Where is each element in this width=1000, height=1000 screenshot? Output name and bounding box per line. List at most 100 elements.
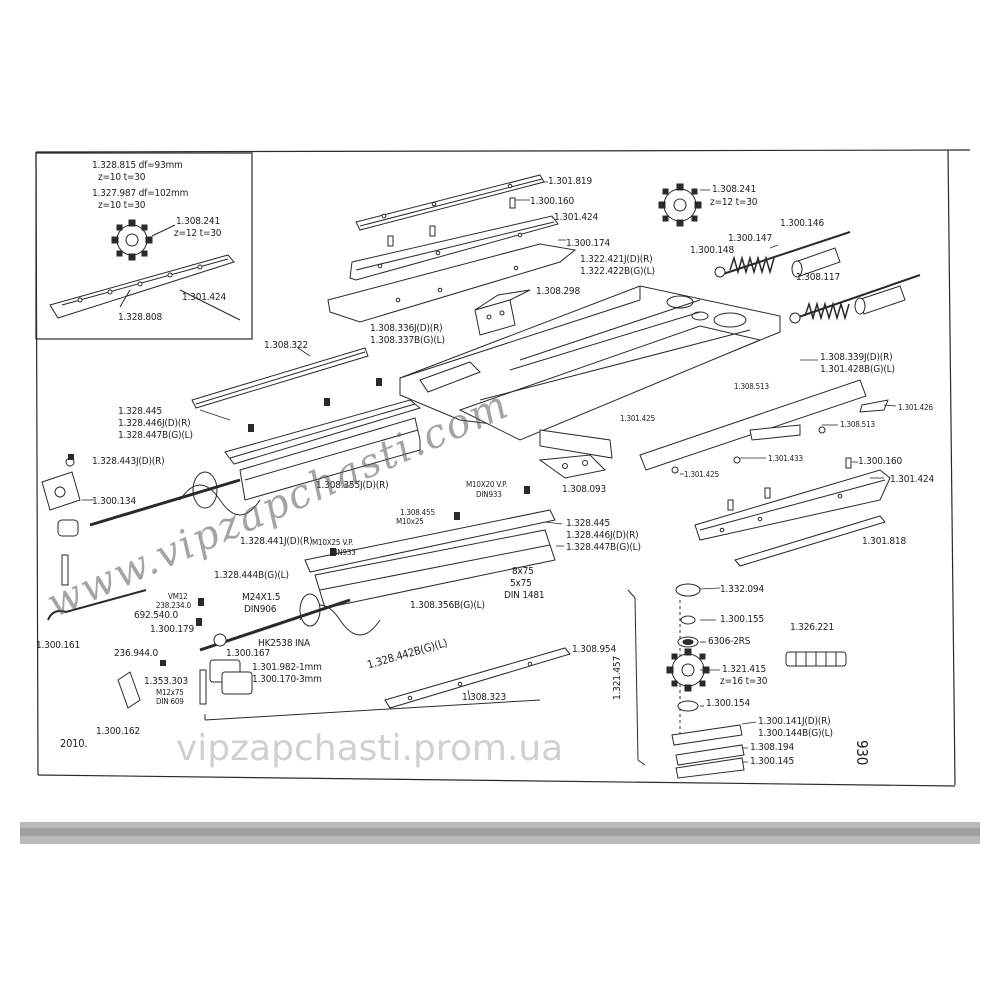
plate-1308093-icon <box>538 454 607 479</box>
label-1308513-b: 1.308.513 <box>840 420 875 429</box>
label-1300160-right: 1.300.160 <box>858 456 902 467</box>
page-number: 930 <box>853 740 871 766</box>
bracket-1308298-icon <box>474 299 516 336</box>
sprocket-1321415-icon <box>666 648 710 692</box>
label-1301982: 1.301.982-1mm <box>252 662 322 673</box>
label-1301818: 1.301.818 <box>862 536 906 547</box>
label-vm12: VM12 <box>168 592 188 601</box>
label-1308298: 1.308.298 <box>536 286 580 297</box>
disc-1332094-icon <box>675 583 701 597</box>
label-1328444: 1.328.444B(G)(L) <box>214 570 289 581</box>
label-1328445-mid: 1.328.445 <box>566 518 610 529</box>
plate-1300174-icon <box>327 243 577 323</box>
label-din933-a: DIN933 <box>476 490 502 499</box>
rail-1308323-icon <box>384 647 571 709</box>
label-din609: DIN 609 <box>156 697 184 706</box>
label-year: 2010. <box>60 737 88 750</box>
label-din906: DIN906 <box>244 604 277 615</box>
label-1321457: 1.321.457 <box>612 656 623 700</box>
label-din933-b: DIN933 <box>330 548 356 557</box>
label-692540: 692.540.0 <box>134 610 178 621</box>
label-1301426: 1.301.426 <box>898 403 933 412</box>
rail-1308355-icon <box>239 417 421 501</box>
spring-1300147-icon <box>729 255 775 275</box>
plate-1308339-icon <box>639 379 867 471</box>
label-1300146: 1.300.146 <box>780 218 824 229</box>
label-1301428: 1.301.428B(G)(L) <box>820 364 895 375</box>
washer-1300155-icon <box>680 615 696 625</box>
label-1300148: 1.300.148 <box>690 245 734 256</box>
label-1308241: 1.308.241 <box>712 184 756 195</box>
label-1321415-spec: z=16 t=30 <box>720 676 768 687</box>
label-inset-sprocket-b-spec: z=10 t=30 <box>98 200 146 211</box>
label-1322421: 1.322.421J(D)(R) <box>580 254 653 265</box>
label-1308323: 1.308.323 <box>462 692 506 703</box>
label-1301424-right: 1.301.424 <box>890 474 934 485</box>
channel-1328445-icon <box>224 399 422 465</box>
label-1308455: 1.308.455 <box>400 508 435 517</box>
label-1300134: 1.300.134 <box>92 496 136 507</box>
label-key-5x75: 5x75 <box>510 578 532 589</box>
rail-1308356-icon <box>314 529 556 609</box>
label-1328447-top: 1.328.447B(G)(L) <box>118 430 193 441</box>
label-1308117: 1.308.117 <box>796 272 840 283</box>
label-1300144: 1.300.144B(G)(L) <box>758 728 833 739</box>
label-inset-sprocket-b: 1.327.987 df=102mm <box>92 188 189 199</box>
label-inset-sprocket-c-spec: z=12 t=30 <box>174 228 222 239</box>
label-1300147: 1.300.147 <box>728 233 772 244</box>
sprocket-1308241-icon <box>658 183 702 227</box>
label-hk2538: HK2538 INA <box>258 638 310 649</box>
arm-1300145-icon <box>675 757 745 779</box>
label-1300161: 1.300.161 <box>36 640 80 651</box>
label-1308355: 1.308.355J(D)(R) <box>316 480 389 491</box>
label-1300179: 1.300.179 <box>150 624 194 635</box>
inset-bar-icon <box>49 254 235 319</box>
washer-1300154-icon <box>677 700 699 712</box>
label-1308322: 1.308.322 <box>264 340 308 351</box>
arm-1300141-icon <box>671 724 743 746</box>
label-1308241-spec: z=12 t=30 <box>710 197 758 208</box>
label-1353303: 1.353.303 <box>144 676 188 687</box>
label-inset-sprocket-a-spec: z=10 t=30 <box>98 172 146 183</box>
hook-1300161-icon <box>47 589 147 621</box>
label-1328445-top: 1.328.445 <box>118 406 162 417</box>
label-1328447-mid: 1.328.447B(G)(L) <box>566 542 641 553</box>
label-m10x25-b: M10X25 V.P. <box>312 538 354 547</box>
label-1328443: 1.328.443J(D)(R) <box>92 456 165 467</box>
label-1328446-top: 1.328.446J(D)(R) <box>118 418 191 429</box>
plate-1300162-icon <box>117 671 141 709</box>
label-1300141: 1.300.141J(D)(R) <box>758 716 831 727</box>
auger-1328443-icon <box>89 471 261 527</box>
label-1301425-a: 1.301.425 <box>620 414 655 423</box>
label-1300174: 1.300.174 <box>566 238 610 249</box>
label-1308356: 1.308.356B(G)(L) <box>410 600 485 611</box>
leader-lines <box>82 181 897 763</box>
label-1300170: 1.300.170-3mm <box>252 674 322 685</box>
spring-assembly <box>658 183 921 324</box>
channel-1328445-lower-icon <box>304 509 556 573</box>
label-1322422: 1.322.422B(G)(L) <box>580 266 655 277</box>
label-1301424-top: 1.301.424 <box>554 212 598 223</box>
label-236944: 236.944.0 <box>114 648 158 659</box>
left-bars <box>41 347 422 621</box>
label-m10x25-a: M10x25 <box>396 517 424 526</box>
right-plates <box>639 379 891 567</box>
sprocket-assembly <box>627 583 847 779</box>
label-1308194: 1.308.194 <box>750 742 794 753</box>
label-key-8x75: 8x75 <box>512 566 534 577</box>
inset-box <box>35 152 253 340</box>
label-1300155: 1.300.155 <box>720 614 764 625</box>
label-m12x75: M12x75 <box>156 688 184 697</box>
label-m24x15: M24X1.5 <box>242 592 281 603</box>
label-1300145: 1.300.145 <box>750 756 794 767</box>
label-bearing-6306: 6306-2RS <box>708 636 751 647</box>
main-frame <box>399 285 781 479</box>
label-1301425-b: 1.301.425 <box>684 470 719 479</box>
label-1328441: 1.328.441J(D)(R) <box>240 536 313 547</box>
label-1308339: 1.308.339J(D)(R) <box>820 352 893 363</box>
label-1308954: 1.308.954 <box>572 644 616 655</box>
chain-1326221-icon <box>785 651 847 667</box>
label-m10x20: M10X20 V.P. <box>466 480 508 489</box>
label-1328446-mid: 1.328.446J(D)(R) <box>566 530 639 541</box>
